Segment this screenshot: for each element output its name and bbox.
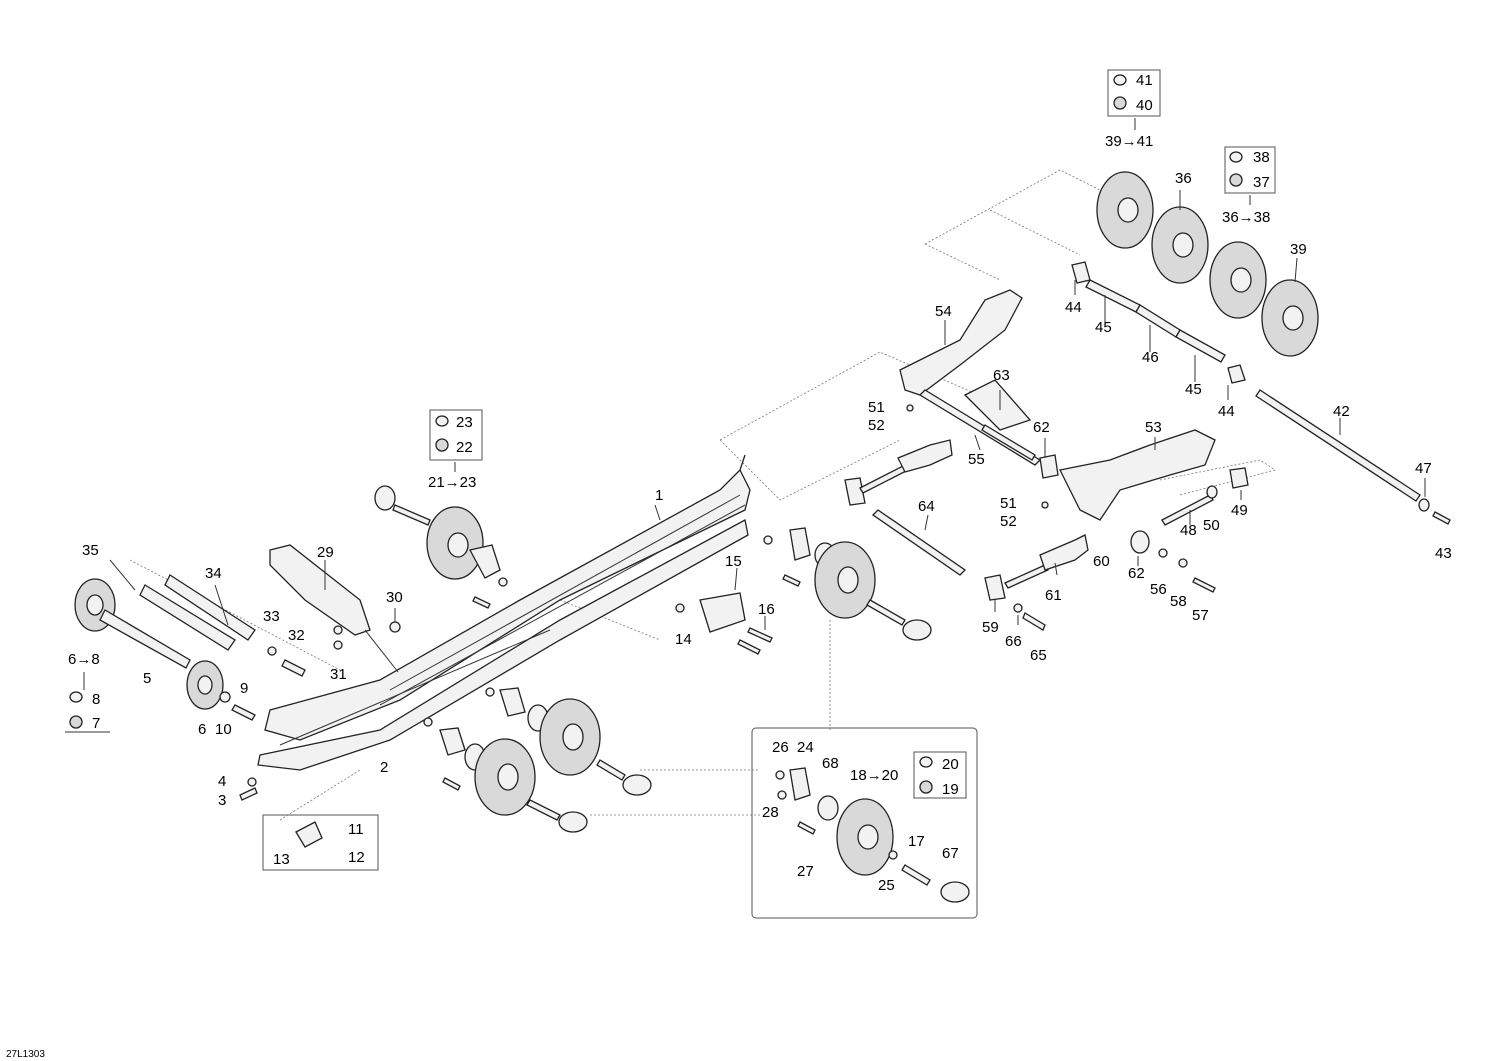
- leader-lines: [109, 190, 1426, 630]
- rail-fasteners: [239, 777, 258, 801]
- callout-42: 42: [1333, 403, 1350, 420]
- callout-27: 27: [797, 863, 814, 880]
- callout-48: 48: [1180, 522, 1197, 539]
- callout-50: 50: [1203, 517, 1220, 534]
- callout-24: 24: [797, 739, 814, 756]
- callout-60: 60: [1093, 553, 1110, 570]
- callout-66: 66: [1005, 633, 1022, 650]
- callout-30: 30: [386, 589, 403, 606]
- callout-36-38: 36→38: [1222, 209, 1270, 226]
- callout-53: 53: [1145, 419, 1162, 436]
- callout-33: 33: [263, 608, 280, 625]
- callout-40: 40: [1136, 97, 1153, 114]
- callout-23: 23: [456, 414, 473, 431]
- rail-assembly: [257, 454, 751, 771]
- assembly-lines: [129, 169, 1276, 821]
- callout-68: 68: [822, 755, 839, 772]
- lower-wheel-group: [423, 687, 652, 833]
- callout-43: 43: [1435, 545, 1452, 562]
- figure-code: 27L1303: [6, 1049, 45, 1060]
- callout-55: 55: [968, 451, 985, 468]
- callout-57: 57: [1192, 607, 1209, 624]
- callout-9: 9: [240, 680, 248, 697]
- callout-5: 5: [143, 670, 151, 687]
- callout-47: 47: [1415, 460, 1432, 477]
- callout-6: 6: [198, 721, 206, 738]
- callout-59: 59: [982, 619, 999, 636]
- callout-14: 14: [675, 631, 692, 648]
- callout-31: 31: [330, 666, 347, 683]
- callout-56: 56: [1150, 581, 1167, 598]
- callout-2: 2: [380, 759, 388, 776]
- callout-21-23: 21→23: [428, 474, 476, 491]
- inset-parts: [69, 74, 1243, 903]
- callout-39: 39: [1290, 241, 1307, 258]
- callout-39-41: 39→41: [1105, 133, 1153, 150]
- callout-13: 13: [273, 851, 290, 868]
- callout-44-a: 44: [1065, 299, 1082, 316]
- rear-axle-group: [981, 261, 1451, 525]
- callout-52-b: 52: [1000, 513, 1017, 530]
- inset-boxes: [65, 69, 1276, 919]
- callout-64: 64: [918, 498, 935, 515]
- callout-61: 61: [1045, 587, 1062, 604]
- center-wheel-group: [675, 527, 932, 655]
- callout-36: 36: [1175, 170, 1192, 187]
- callout-45-b: 45: [1185, 381, 1202, 398]
- callout-26: 26: [772, 739, 789, 756]
- callout-8: 8: [92, 691, 100, 708]
- callout-51-a: 51: [868, 399, 885, 416]
- callout-65: 65: [1030, 647, 1047, 664]
- callout-38: 38: [1253, 149, 1270, 166]
- callout-22: 22: [456, 439, 473, 456]
- front-idler-group: [74, 574, 256, 721]
- callout-51-b: 51: [1000, 495, 1017, 512]
- callout-10: 10: [215, 721, 232, 738]
- callout-15: 15: [725, 553, 742, 570]
- callout-3: 3: [218, 792, 226, 809]
- callout-12: 12: [348, 849, 365, 866]
- callout-18-20: 18→20: [850, 767, 898, 784]
- rear-wheel-group: [1096, 171, 1319, 357]
- callout-45-a: 45: [1095, 319, 1112, 336]
- callout-54: 54: [935, 303, 952, 320]
- callout-52-a: 52: [868, 417, 885, 434]
- rear-arm-group: [844, 289, 1249, 631]
- callout-20: 20: [942, 756, 959, 773]
- callout-34: 34: [205, 565, 222, 582]
- callout-41: 41: [1136, 72, 1153, 89]
- callout-62-a: 62: [1033, 419, 1050, 436]
- callout-62-b: 62: [1128, 565, 1145, 582]
- callout-44-b: 44: [1218, 403, 1235, 420]
- callout-49: 49: [1231, 502, 1248, 519]
- callout-28: 28: [762, 804, 779, 821]
- callout-37: 37: [1253, 174, 1270, 191]
- callout-1: 1: [655, 487, 663, 504]
- rear-arm-bracket-group: [267, 544, 401, 677]
- upper-idler-group: [374, 485, 508, 609]
- callout-7: 7: [92, 715, 100, 732]
- callout-58: 58: [1170, 593, 1187, 610]
- callout-17: 17: [908, 833, 925, 850]
- callout-32: 32: [288, 627, 305, 644]
- callout-46: 46: [1142, 349, 1159, 366]
- callout-35: 35: [82, 542, 99, 559]
- callout-63: 63: [993, 367, 1010, 384]
- callout-19: 19: [942, 781, 959, 798]
- callout-25: 25: [878, 877, 895, 894]
- callout-29: 29: [317, 544, 334, 561]
- callout-16: 16: [758, 601, 775, 618]
- callout-labels: 1 2 3 4 5 6→8 6 7 8 9 10 11 12 13 14 15 …: [68, 72, 1452, 894]
- callout-11: 11: [348, 821, 364, 838]
- callout-4: 4: [218, 773, 226, 790]
- callout-6-8: 6→8: [68, 651, 100, 668]
- callout-67: 67: [942, 845, 959, 862]
